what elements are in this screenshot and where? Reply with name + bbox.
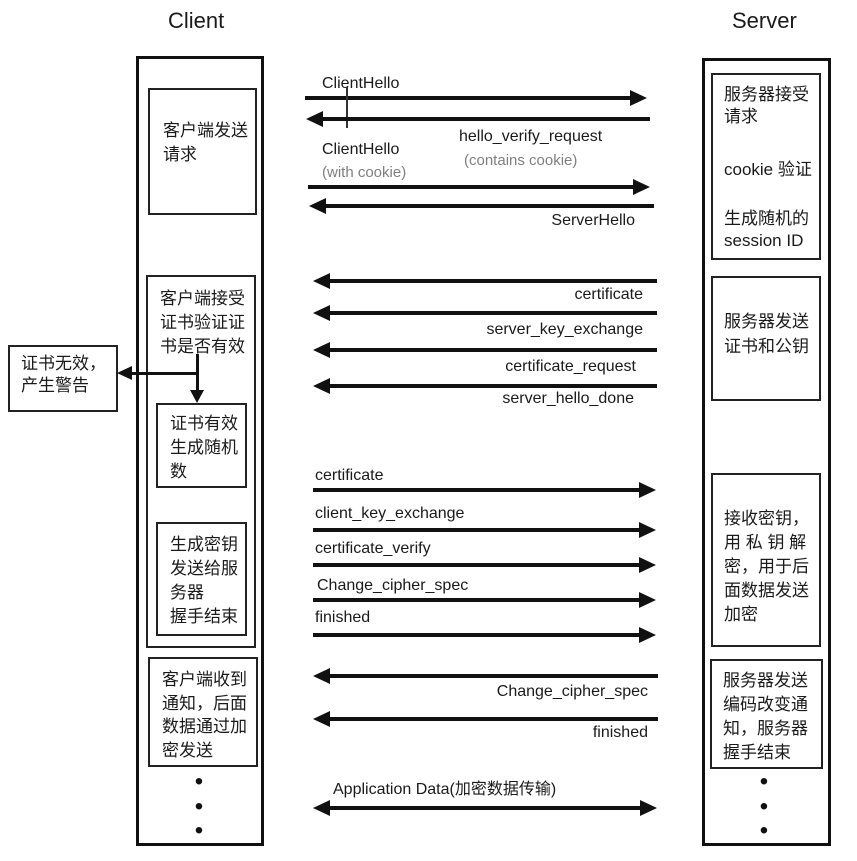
msg-label-clienthello-2: ClientHello [322,141,400,158]
msg-label-client-key-exchange: client_key_exchange [315,505,465,522]
box-text-line: 产生警告 [21,376,89,395]
box-text-line: 知，服务器 [723,719,808,738]
client-title: Client [168,8,225,33]
box-text-line: 客户端收到 [162,670,247,689]
arrow-serverhello-left [309,198,654,214]
box-text-line: 密，用于后 [724,557,809,576]
dot: • [194,792,204,820]
arrow-certificate-client-right [313,482,656,498]
dot: • [194,768,204,795]
cert-check-down-line [196,354,199,391]
msg-label-server-key-exchange: server_key_exchange [486,321,643,338]
msg-label-change-cipher-spec-client: Change_cipher_spec [317,577,469,594]
server-title: Server [732,8,797,33]
box-text-line: 请求 [163,144,197,164]
arrow-change-cipher-spec-client-right [313,592,656,608]
msg-sublabel-with-cookie: (with cookie) [322,164,407,181]
arrow-change-cipher-spec-server-left [313,668,658,684]
msg-label-certificate-verify: certificate_verify [315,540,431,557]
server-box-send-cert: 服务器发送 证书和公钥 [711,276,821,401]
server-box-notify: 服务器发送 编码改变通 知，服务器 握手结束 [710,659,823,769]
dot: • [759,792,769,820]
box-text-line: 生成随机 [170,438,238,457]
arrow-clienthello-1-right [305,90,647,106]
msg-label-certificate-server: certificate [574,286,643,303]
box-text-line: session ID [724,231,804,250]
server-box-recv-key: 接收密钥， 用 私 钥 解 密，用于后 面数据发送 加密 [711,473,821,647]
arrow-hello-verify-left [306,111,650,127]
box-text-line: 加密 [724,605,758,624]
box-text-line: 服务器接受 [724,85,809,104]
box-text-line: 握手结束 [170,607,238,626]
box-text-line: 通知，后面 [162,693,247,713]
box-text-line: 证书和公钥 [724,337,809,356]
box-text-line: 用 私 钥 解 [724,533,807,552]
retransmit-tick-line [346,87,348,128]
arrow-finished-server-left [313,711,658,727]
arrow-application-data-bidirectional [313,800,657,816]
warning-box-cert-invalid: 证书无效， 产生警告 [8,345,118,412]
msg-label-change-cipher-spec-server: Change_cipher_spec [496,683,648,700]
msg-sublabel-contains-cookie: (contains cookie) [464,152,578,169]
box-text-line: 接收密钥， [724,509,809,528]
box-text-line: 书是否有效 [160,337,245,356]
box-text-line: cookie 验证 [724,160,812,179]
client-box-send-request: 客户端发送 请求 [148,88,257,215]
msg-label-hello-verify-request: hello_verify_request [459,128,603,145]
dot: • [194,817,204,844]
arrow-certificate-request-left [313,342,657,358]
arrow-certificate-server-left [313,273,657,289]
box-text-line: 服务器发送 [723,671,808,690]
box-text-line: 请求 [724,107,758,126]
server-box-accept-request: 服务器接受 请求 cookie 验证 生成随机的 session ID [711,73,821,260]
box-text-line: 密发送 [162,740,213,760]
box-text-line: 客户端接受 [160,289,245,308]
box-text-line: 数 [170,462,187,481]
box-text-line: 证书有效 [170,414,238,433]
box-text-line: 证书无效， [21,354,106,373]
client-ellipsis-dots: • • • [188,768,210,844]
arrow-finished-client-right [313,627,656,643]
msg-label-serverhello: ServerHello [551,212,635,229]
box-text-line: 面数据发送 [724,581,809,600]
box-text-line: 发送给服 [170,559,238,578]
box-text-line: 客户端发送 [163,121,248,140]
arrow-server-hello-done-left [313,378,657,394]
client-box-gen-key: 生成密钥 发送给服 务器 握手结束 [156,522,247,636]
cert-check-down-arrowhead-icon [190,390,204,403]
arrow-certificate-verify-right [313,557,656,573]
client-box-cert-valid: 证书有效 生成随机 数 [156,403,247,488]
box-text-line: 服务器发送 [724,312,809,331]
msg-label-clienthello-1: ClientHello [322,75,400,92]
box-text-line: 生成随机的 [724,209,809,228]
server-ellipsis-dots: • • • [753,768,775,844]
msg-label-server-hello-done: server_hello_done [502,390,634,407]
msg-label-finished-client: finished [315,609,371,626]
warning-arrowhead-icon [117,366,132,380]
box-text-line: 数据通过加 [162,717,247,736]
box-text-line: 生成密钥 [170,535,238,554]
dot: • [759,817,769,844]
msg-label-certificate-client: certificate [315,467,384,484]
box-text-line: 务器 [170,583,204,602]
msg-label-certificate-request: certificate_request [505,358,636,375]
box-text-line: 编码改变通 [723,695,808,714]
arrow-server-key-exchange-left [313,305,657,321]
client-box-notified: 客户端收到 通知，后面 数据通过加 密发送 [148,657,258,767]
warning-arrow-line [131,372,198,375]
arrow-client-key-exchange-right [313,522,656,538]
msg-label-application-data: Application Data(加密数据传输) [333,781,557,798]
box-text-line: 握手结束 [723,743,791,762]
arrow-clienthello-2-right [308,179,650,195]
dot: • [759,768,769,795]
box-text-line: 证书验证证 [160,313,245,332]
msg-label-finished-server: finished [592,724,648,741]
